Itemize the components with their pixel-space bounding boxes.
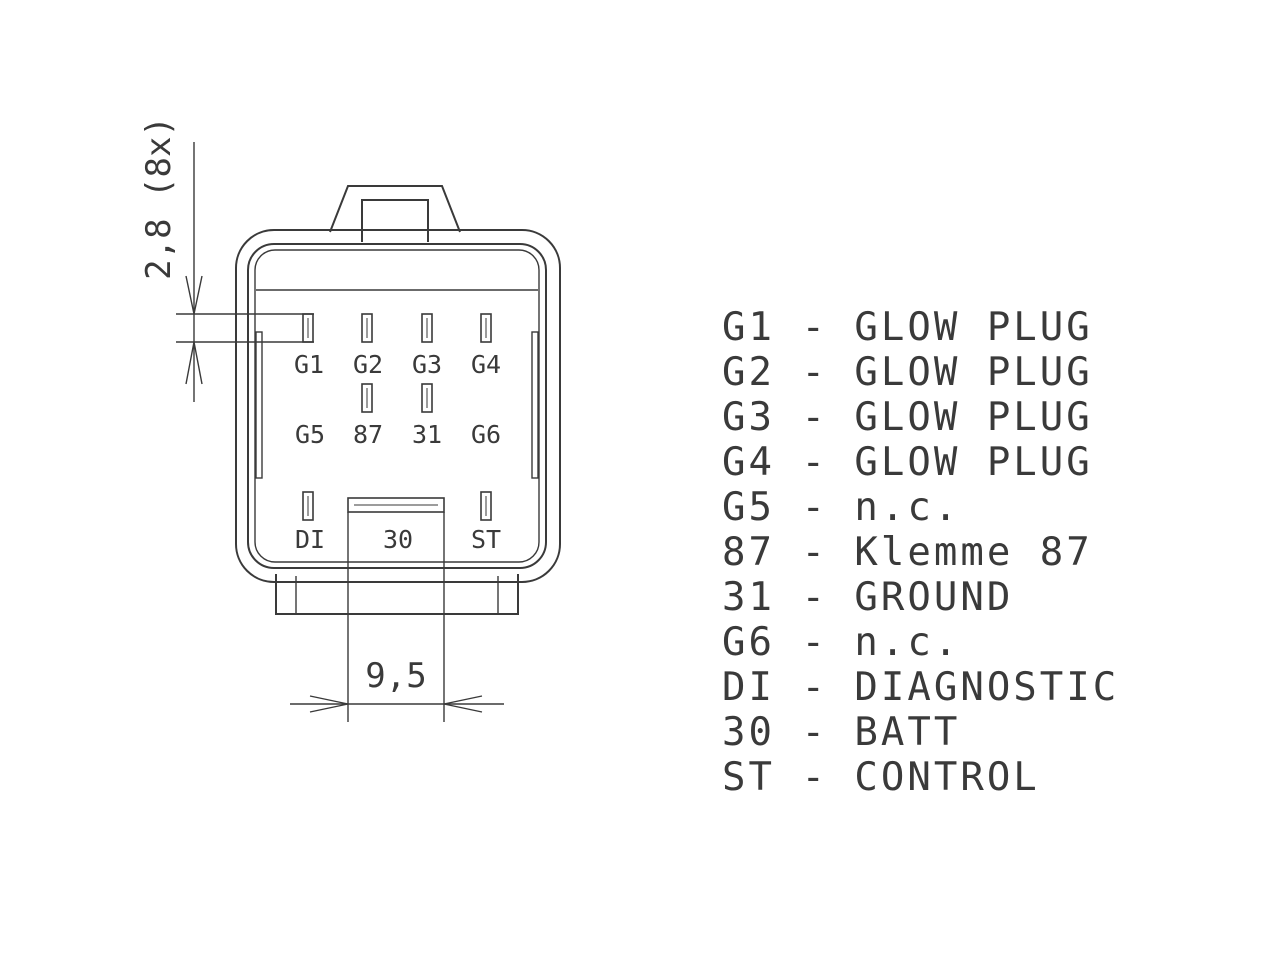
connector-side-key-right: [531, 331, 539, 479]
legend-description: GLOW PLUG: [854, 305, 1093, 350]
connector-side-key-left: [255, 331, 263, 479]
legend-code: ST: [722, 755, 775, 800]
pin-label-30: 30: [383, 525, 413, 554]
pin-30: 30: [347, 497, 445, 554]
dimension-label-pin-width: 2,8 (8x): [139, 116, 179, 280]
legend-row: G5 - n.c.: [722, 485, 1119, 530]
pin-label-g4: G4: [471, 350, 501, 379]
pin-g4: G4: [471, 313, 501, 379]
legend-row: 31 - GROUND: [722, 575, 1119, 620]
legend-description: n.c.: [854, 485, 961, 530]
pin-label-g6: G6: [471, 420, 501, 449]
legend-separator: -: [774, 350, 855, 395]
legend-row: G6 - n.c.: [722, 620, 1119, 665]
legend-code: 87: [722, 530, 775, 575]
legend-separator: -: [774, 530, 855, 575]
legend-separator: -: [774, 440, 855, 485]
legend-separator: -: [774, 620, 855, 665]
pin-label-g3: G3: [412, 350, 442, 379]
legend-separator: -: [774, 575, 855, 620]
legend-description: BATT: [854, 710, 961, 755]
pin-label-g2: G2: [353, 350, 383, 379]
pin-g1: G1: [294, 313, 324, 379]
legend-description: GLOW PLUG: [854, 440, 1093, 485]
legend-code: G4: [722, 440, 775, 485]
legend-code: 31: [722, 575, 775, 620]
connector-housing-inner2: [254, 249, 540, 563]
legend-description: GLOW PLUG: [854, 395, 1093, 440]
legend-row: 87 - Klemme 87: [722, 530, 1119, 575]
connector-housing-inner: [247, 243, 547, 569]
dimension-label-pin-spacing: 9,5: [365, 656, 426, 696]
legend-row: ST - CONTROL: [722, 755, 1119, 800]
legend-code: G5: [722, 485, 775, 530]
legend-separator: -: [774, 395, 855, 440]
legend-description: GROUND: [854, 575, 1014, 620]
pin-label-di: DI: [295, 525, 325, 554]
pin-87: 87: [353, 383, 383, 449]
legend-separator: -: [774, 710, 855, 755]
legend-row: G3 - GLOW PLUG: [722, 395, 1119, 440]
legend-row: DI - DIAGNOSTIC: [722, 665, 1119, 710]
legend-code: DI: [722, 665, 775, 710]
pin-label-31: 31: [412, 420, 442, 449]
legend-description: n.c.: [854, 620, 961, 665]
pin-label-87: 87: [353, 420, 383, 449]
legend-description: GLOW PLUG: [854, 350, 1093, 395]
legend-separator: -: [774, 485, 855, 530]
legend-row: G1 - GLOW PLUG: [722, 305, 1119, 350]
legend-description: CONTROL: [854, 755, 1040, 800]
legend-row: G4 - GLOW PLUG: [722, 440, 1119, 485]
legend-code: G2: [722, 350, 775, 395]
connector-latch: [329, 185, 461, 242]
legend-description: DIAGNOSTIC: [854, 665, 1120, 710]
dimension-pin-spacing: 9,5: [290, 512, 504, 722]
legend-code: G6: [722, 620, 775, 665]
dimension-pin-width: 2,8 (8x): [139, 116, 314, 402]
legend-row: G2 - GLOW PLUG: [722, 350, 1119, 395]
pin-label-g1: G1: [294, 350, 324, 379]
pin-31: 31: [412, 383, 442, 449]
pin-g3: G3: [412, 313, 442, 379]
legend-code: G1: [722, 305, 775, 350]
connector-base: [275, 574, 519, 615]
pin-label-st: ST: [471, 525, 501, 554]
legend-separator: -: [774, 665, 855, 710]
pin-g2: G2: [353, 313, 383, 379]
legend-description: Klemme 87: [854, 530, 1093, 575]
legend-separator: -: [774, 755, 855, 800]
pin-st: ST: [471, 491, 501, 554]
legend-code: G3: [722, 395, 775, 440]
pin-di: DI: [295, 491, 325, 554]
pin-label-g5: G5: [295, 420, 325, 449]
legend-separator: -: [774, 305, 855, 350]
legend-code: 30: [722, 710, 775, 755]
legend-row: 30 - BATT: [722, 710, 1119, 755]
connector-housing-outer: [235, 229, 561, 583]
